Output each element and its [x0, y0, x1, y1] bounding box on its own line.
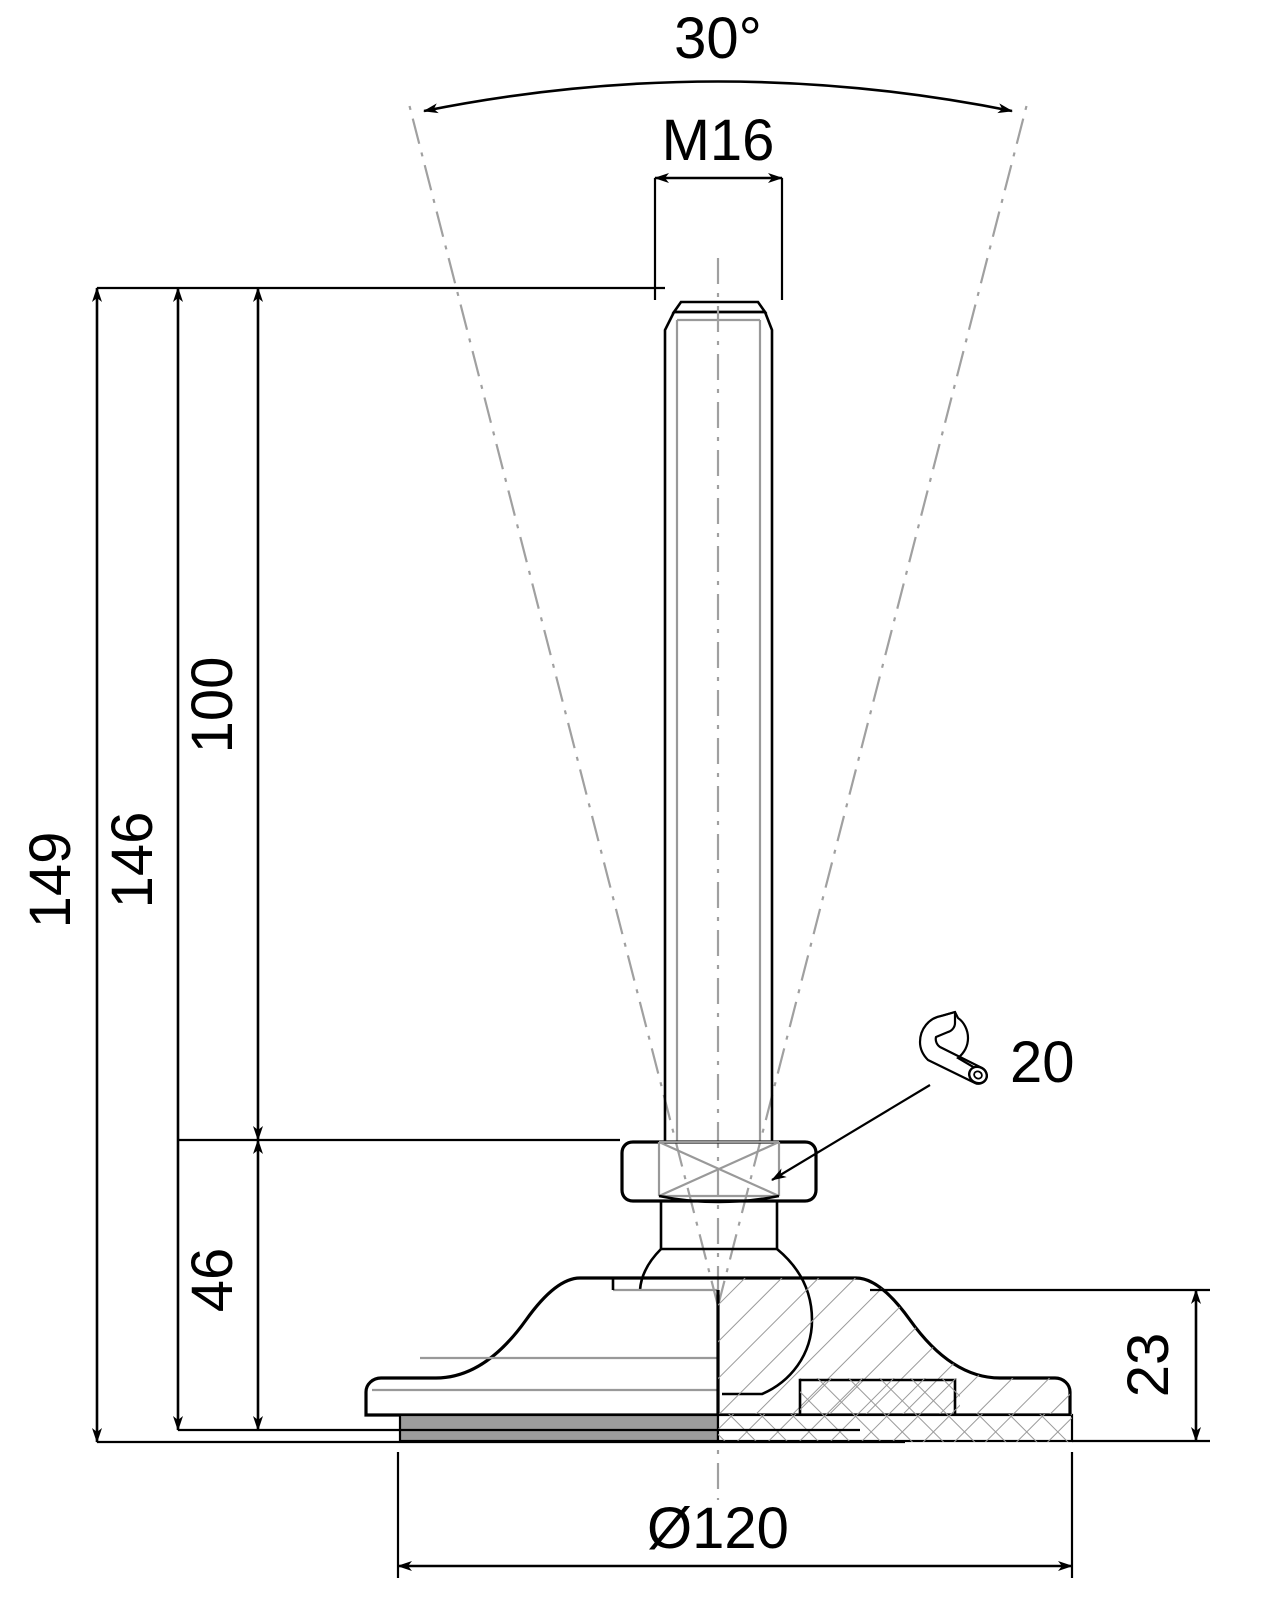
wrench-leader-line [771, 1084, 931, 1181]
dimension-146-label: 146 [100, 812, 165, 909]
thread-dimension-label: M16 [662, 108, 775, 173]
dimension-diameter [396, 1452, 1074, 1578]
hex-nut [620, 1140, 818, 1204]
dimension-23 [870, 1288, 1210, 1443]
wrench-icon [918, 1010, 988, 1085]
angle-dimension-label: 30° [674, 6, 762, 71]
dimension-100-label: 100 [180, 657, 245, 754]
dimension-diameter-label: Ø120 [647, 1496, 789, 1561]
dimension-23-label: 23 [1116, 1333, 1181, 1398]
dimension-46-label: 46 [180, 1248, 245, 1313]
wrench-size-label: 20 [1010, 1030, 1075, 1095]
thread-dimension [653, 173, 784, 300]
left-extension-lines [97, 286, 905, 1444]
angle-construction-lines [407, 103, 1029, 1307]
base-underside-recess [798, 1378, 960, 1418]
angle-dimension-arc [423, 80, 1013, 114]
rubber-pad [398, 1413, 1074, 1443]
ball-collar [659, 1201, 779, 1251]
dimension-149-label: 149 [18, 832, 83, 929]
